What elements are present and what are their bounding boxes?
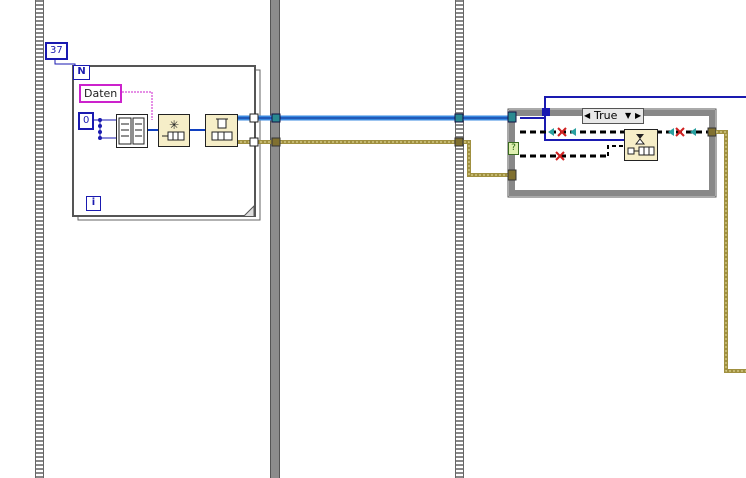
obtain-queue-vi[interactable]: ✳ (158, 114, 190, 147)
case-selector-terminal[interactable]: ? (508, 142, 519, 155)
release-queue-vi[interactable] (205, 114, 238, 147)
iteration-terminal[interactable]: i (86, 196, 101, 211)
svg-text:✳: ✳ (169, 118, 179, 132)
string-wire (116, 91, 153, 120)
sequence-frame-border-middle (270, 0, 280, 478)
loop-count-constant[interactable]: 37 (45, 42, 68, 60)
case-decrement-arrow-icon[interactable]: ◀ (584, 111, 591, 120)
loop-count-terminal[interactable]: N (73, 65, 90, 80)
case-dropdown-arrow-icon[interactable]: ▼ (625, 111, 632, 120)
trash-queue-icon (211, 118, 233, 141)
case-increment-arrow-icon[interactable]: ▶ (635, 111, 642, 120)
bundle-icon (118, 117, 145, 145)
sequence-frame-border-right (455, 0, 464, 478)
enqueue-element-vi[interactable] (624, 129, 658, 161)
case-selector-value: True (594, 109, 618, 122)
sequence-frame-border-left (35, 0, 44, 478)
string-constant-daten[interactable]: Daten (79, 84, 123, 103)
obtain-queue-icon: ✳ (162, 118, 185, 141)
case-selector-label[interactable]: ◀ True ▼ ▶ (582, 108, 644, 124)
enqueue-icon (627, 134, 655, 156)
numeric-constant-zero[interactable]: 0 (78, 112, 95, 130)
bundle-node[interactable] (116, 114, 148, 148)
